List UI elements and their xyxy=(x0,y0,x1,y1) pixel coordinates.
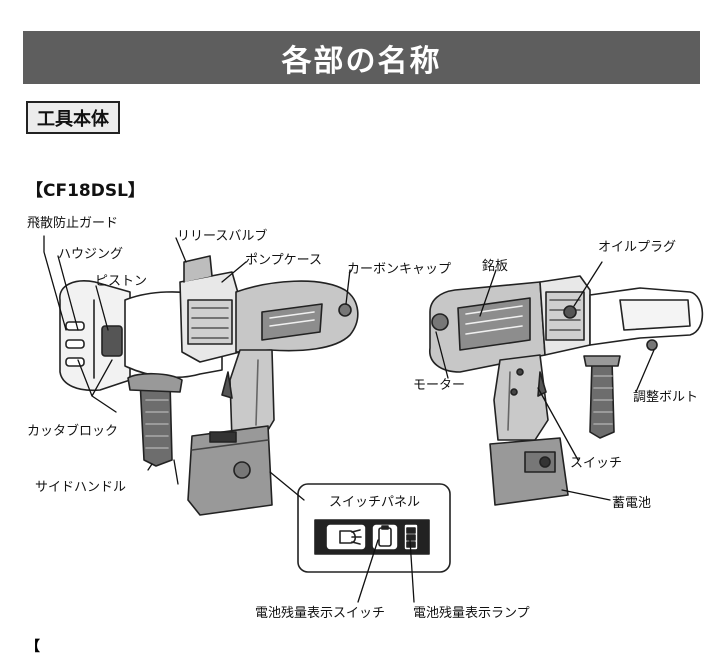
side-handle-right xyxy=(589,359,615,439)
carbon-cap-left xyxy=(338,303,352,317)
label-battery: 蓄電池 xyxy=(612,496,652,511)
piston xyxy=(101,325,123,357)
label-release-valve: リリースバルブ xyxy=(177,229,268,244)
release-valve xyxy=(183,255,213,283)
motor-cap xyxy=(431,313,449,331)
switch-panel-title: スイッチパネル xyxy=(328,495,420,510)
label-piston: ピストン xyxy=(95,274,148,289)
page-title: 各部の名称 xyxy=(23,31,700,84)
cutter-slot-1 xyxy=(65,321,85,331)
model-name: 【CF18DSL】 xyxy=(26,181,145,201)
cutter-slot-2 xyxy=(65,339,85,349)
next-heading-fragment: 【 xyxy=(26,639,40,655)
oil-plug xyxy=(563,305,577,319)
label-carbon-cap: カーボンキャップ xyxy=(347,262,452,277)
label-pump-case: ポンプケース xyxy=(245,253,322,268)
label-housing: ハウジング xyxy=(58,247,124,262)
label-battery-indicator-switch: 電池残量表示スイッチ xyxy=(255,606,386,621)
side-handle xyxy=(139,379,173,467)
cutter-slot-3 xyxy=(65,357,85,367)
label-oil-plug: オイルプラグ xyxy=(598,240,677,255)
label-adjust-bolt: 調整ボルト xyxy=(633,390,699,405)
label-switch: スイッチ xyxy=(570,456,623,471)
label-side-handle: サイドハンドル xyxy=(35,480,127,495)
label-cutter-block: カッタブロック xyxy=(27,424,119,439)
label-battery-indicator-lamp: 電池残量表示ランプ xyxy=(413,606,530,621)
label-nameplate: 銘板 xyxy=(482,259,509,274)
adjust-bolt xyxy=(646,339,658,351)
section-heading: 工具本体 xyxy=(26,101,120,134)
label-motor: モーター xyxy=(413,378,466,393)
label-scatter-guard: 飛散防止ガード xyxy=(27,216,119,231)
grip-right xyxy=(493,354,549,441)
